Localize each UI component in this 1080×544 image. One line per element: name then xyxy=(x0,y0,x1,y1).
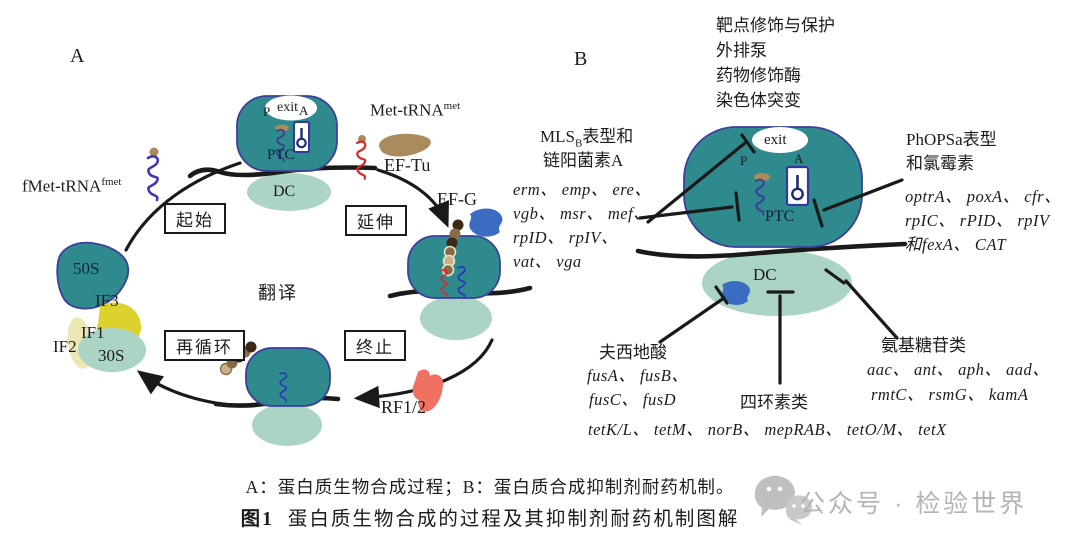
mlsb-genes-line1: erm、 emp、 ere、 xyxy=(513,180,652,199)
fusidic-genes-line2: fusC、 fusD xyxy=(589,390,677,409)
mlsb-genes-line2: vgb、 msr、 mef、 xyxy=(513,204,651,223)
rf12-label: RF1/2 xyxy=(381,397,427,417)
phopsa-genes-line3: 和fexA、 CAT xyxy=(905,235,1007,254)
ef-tu-label: EF-Tu xyxy=(384,155,431,175)
aminoglycoside-title: 氨基糖苷类 xyxy=(881,336,966,355)
panel-a-label: A xyxy=(70,45,85,67)
wechat-icon xyxy=(754,475,812,525)
elongation-box: 延伸 xyxy=(345,205,407,236)
termination-ribosome xyxy=(213,347,341,446)
fmet-trna-label: fMet-tRNAfmet xyxy=(22,176,122,196)
mechanism-target-modification: 靶点修饰与保护 xyxy=(716,16,835,35)
mlsb-genes-line4: vat、 vga xyxy=(513,252,582,271)
if3-label: IF3 xyxy=(95,291,119,310)
subunit-30s-label: 30S xyxy=(98,346,125,365)
met-trna-label: Met-tRNAmet xyxy=(370,100,461,120)
fusidic-acid-title: 夫西地酸 xyxy=(599,343,667,362)
subunit-30s-blob xyxy=(78,328,146,372)
ptc-label-a: PTC xyxy=(267,147,295,163)
mechanism-chromosome-mutation: 染色体突变 xyxy=(716,91,801,110)
initiation-ribosome xyxy=(187,95,378,211)
ef-g-blob-b xyxy=(721,281,751,305)
recycling-box: 再循环 xyxy=(164,330,245,361)
mlsb-title-line1: MLSB表型和 xyxy=(540,127,634,150)
a-site-inhibitor-icon xyxy=(293,121,310,153)
if1-label: IF1 xyxy=(81,323,105,342)
ef-g-blob xyxy=(469,208,503,237)
ptc-label-b: PTC xyxy=(765,208,795,225)
recycling-complex xyxy=(67,302,146,372)
translation-label: 翻译 xyxy=(258,283,298,303)
subunit-50s-label: 50S xyxy=(73,259,100,278)
ef-tu-complex xyxy=(355,133,431,180)
phopsa-title-line1: PhOPSa表型 xyxy=(906,130,997,149)
aminoglycoside-genes-line2: rmtC、 rsmG、 kamA xyxy=(871,385,1029,404)
p-site-label-a: P xyxy=(263,104,271,119)
peptide-chain xyxy=(441,219,464,277)
mlsb-title-line2: 链阳菌素A xyxy=(543,151,624,170)
mechanism-efflux-pump: 外排泵 xyxy=(716,41,767,60)
phopsa-genes-line2: rpIC、 rPID、 rpIV xyxy=(905,211,1050,230)
fusidic-genes-line1: fusA、 fusB、 xyxy=(587,366,689,385)
exit-label-a: exit xyxy=(277,100,298,115)
dc-label-a: DC xyxy=(273,183,296,200)
tetracycline-genes: tetK/L、 tetM、 norB、 mepRAB、 tetO/M、 tetX xyxy=(588,420,947,439)
a-site-inhibitor-icon-b xyxy=(785,165,810,207)
mechanism-drug-modifying-enzyme: 药物修饰酶 xyxy=(716,66,801,85)
a-site-label-a: A xyxy=(299,103,309,118)
figure-number: 图1 xyxy=(240,509,274,530)
panel-b-inhibition-lines xyxy=(638,133,905,385)
tetracycline-title: 四环素类 xyxy=(740,393,808,412)
fmet-trna-molecule xyxy=(146,147,160,202)
phopsa-genes-line1: optrA、 poxA、 cfr、 xyxy=(905,187,1062,206)
if2-label: IF2 xyxy=(53,337,77,356)
exit-label-b: exit xyxy=(764,132,787,148)
dc-label-b: DC xyxy=(753,265,777,284)
elongation-ribosome xyxy=(387,219,533,340)
mlsb-genes-line3: rpID、 rpIV、 xyxy=(513,228,618,247)
panel-b-label: B xyxy=(574,48,588,70)
caption-line1: A：蛋白质生物合成过程；B：蛋白质合成抑制剂耐药机制。 xyxy=(245,477,735,497)
rf12-blob xyxy=(412,369,443,412)
a-site-label-b: A xyxy=(794,151,804,166)
phopsa-title-line2: 和氯霉素 xyxy=(906,154,974,173)
ef-g-label: EF-G xyxy=(437,189,477,209)
aminoglycoside-genes-line1: aac、 ant、 aph、 aad、 xyxy=(867,360,1050,379)
initiation-box: 起始 xyxy=(164,203,226,234)
termination-box: 终止 xyxy=(344,330,406,361)
p-site-label-b: P xyxy=(740,153,748,168)
subunit-50s-blob xyxy=(56,241,130,310)
watermark-text: 公众号 · 检验世界 xyxy=(800,490,1028,518)
